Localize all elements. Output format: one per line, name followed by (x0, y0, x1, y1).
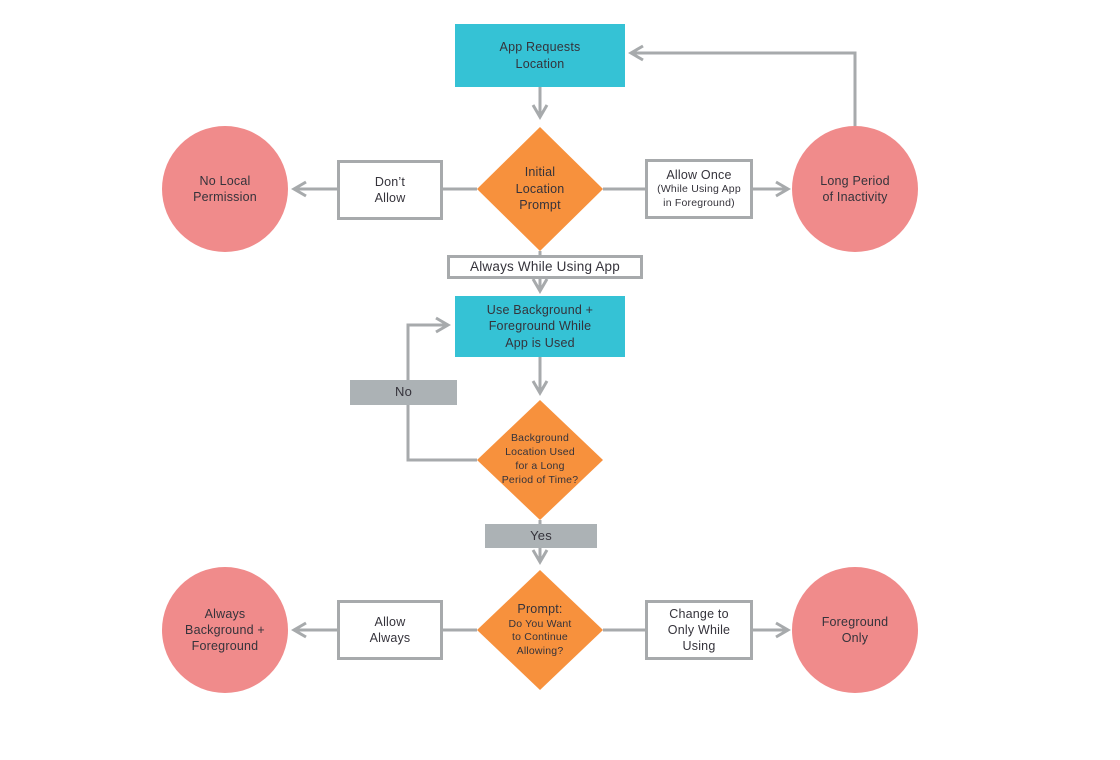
node-label: Allow Once (666, 168, 732, 183)
node-label: Background Location Used for a Long Peri… (501, 432, 579, 486)
node-label: Change to Only While Using (667, 606, 731, 654)
node-sublabel: Do You Want to Continue Allowing? (508, 617, 572, 658)
node-label: Foreground Only (821, 614, 889, 645)
node-label: Yes (530, 527, 552, 543)
node-no-local-permission: No Local Permission (162, 126, 288, 252)
node-yes-label: Yes (485, 524, 597, 548)
node-label: Don’t Allow (374, 174, 406, 205)
node-label: App Requests Location (499, 40, 581, 71)
node-long-period-of-inactivity: Long Period of Inactivity (792, 126, 918, 252)
node-label: Allow Always (369, 614, 411, 645)
node-label: Always Background + Foreground (185, 606, 265, 654)
node-label: Initial Location Prompt (515, 165, 565, 213)
node-sublabel: (While Using App in Foreground) (657, 183, 741, 210)
connector-long-inactivity-to-app-requests (628, 44, 857, 126)
node-change-to-only-while-using: Change to Only While Using (645, 600, 753, 660)
node-always-while-using-app: Always While Using App (447, 255, 643, 279)
node-no-label: No (350, 380, 457, 405)
node-label: Use Background + Foreground While App is… (486, 303, 594, 350)
node-label: Long Period of Inactivity (820, 173, 890, 204)
node-label: Always While Using App (470, 259, 620, 275)
node-label: Prompt: (517, 602, 563, 617)
node-dont-allow: Don’t Allow (337, 160, 443, 220)
node-allow-always: Allow Always (337, 600, 443, 660)
node-always-background-foreground: Always Background + Foreground (162, 567, 288, 693)
node-use-background-foreground: Use Background + Foreground While App is… (455, 296, 625, 357)
node-label: No (394, 384, 413, 400)
node-foreground-only: Foreground Only (792, 567, 918, 693)
node-app-requests-location: App Requests Location (455, 24, 625, 87)
node-label: No Local Permission (193, 173, 257, 204)
node-allow-once: Allow Once (While Using App in Foregroun… (645, 159, 753, 219)
